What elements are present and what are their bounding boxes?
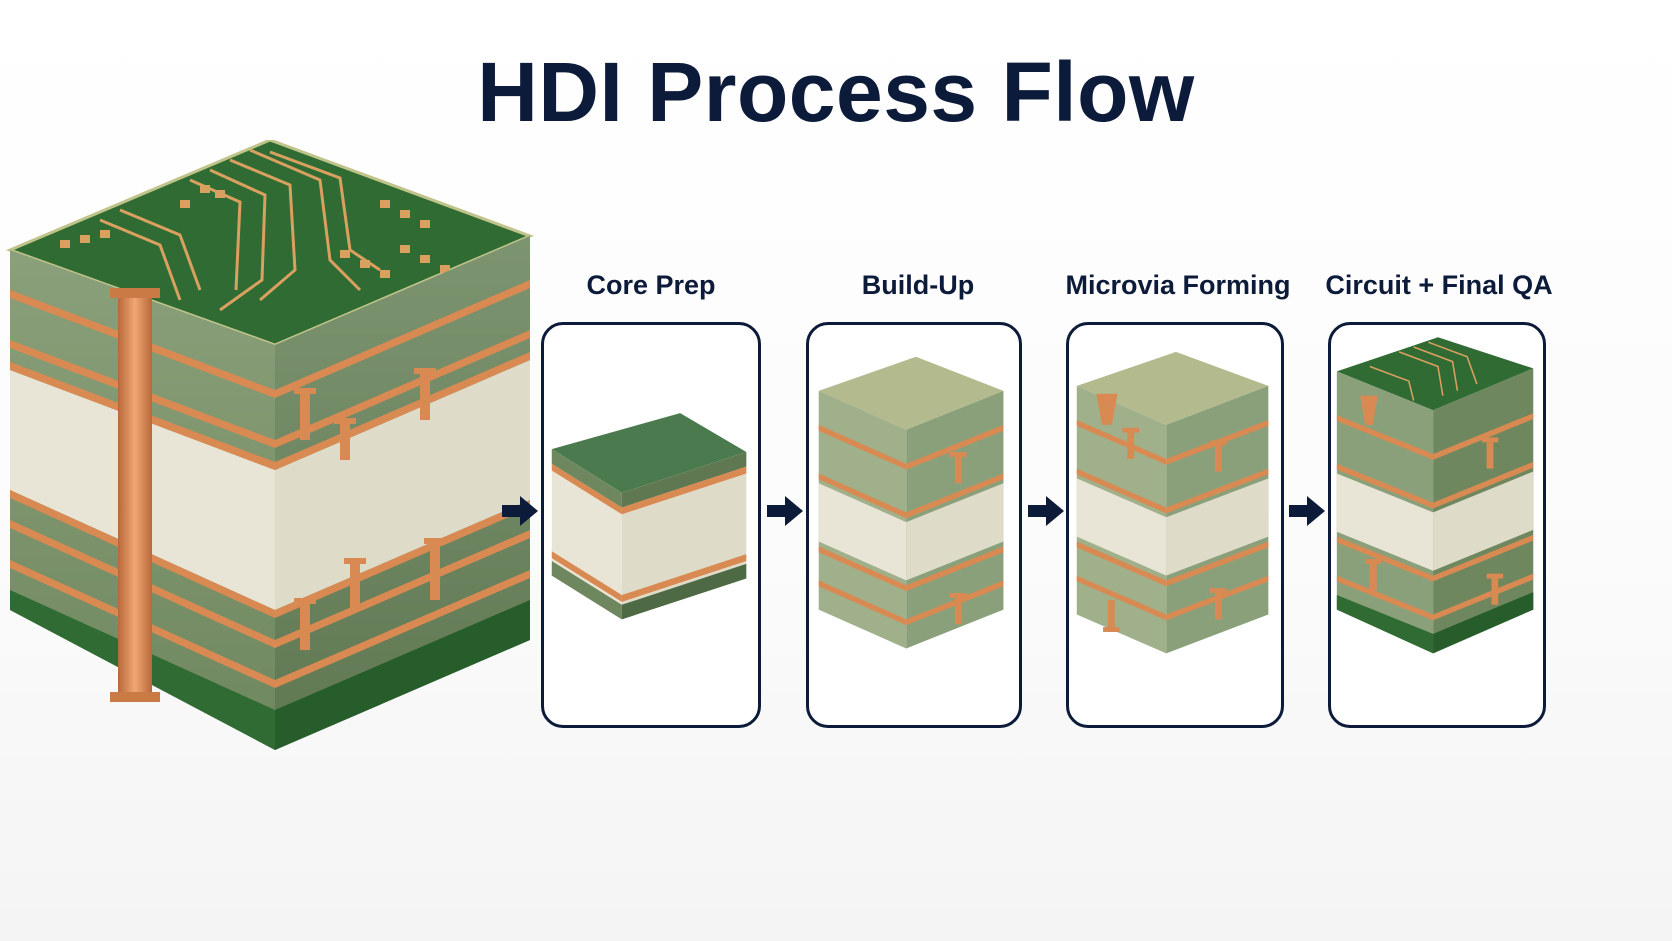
stage-label-build-up: Build-Up xyxy=(861,270,975,300)
stage-label-circuit-final-qa: Circuit + Final QA xyxy=(1325,270,1553,300)
stage-circuit-final-qa xyxy=(1328,322,1546,728)
stage-microvia-forming xyxy=(1066,322,1284,728)
hdi-board-cross-section xyxy=(5,140,535,750)
stage-build-up xyxy=(806,322,1022,728)
build-up-block xyxy=(818,356,1004,649)
arrow-right-icon xyxy=(1289,494,1327,533)
stage-label-core-prep: Core Prep xyxy=(586,270,716,300)
stage-core-prep xyxy=(541,322,761,728)
circuit-final-qa-block xyxy=(1336,337,1534,654)
arrow-right-icon xyxy=(1028,494,1066,533)
arrow-right-icon xyxy=(767,494,805,533)
core-prep-block xyxy=(551,413,747,620)
microvia-forming-block xyxy=(1076,351,1269,654)
stage-label-microvia-forming: Microvia Forming xyxy=(1065,270,1291,300)
arrow-right-icon xyxy=(502,494,540,533)
page-title: HDI Process Flow xyxy=(477,45,1195,139)
